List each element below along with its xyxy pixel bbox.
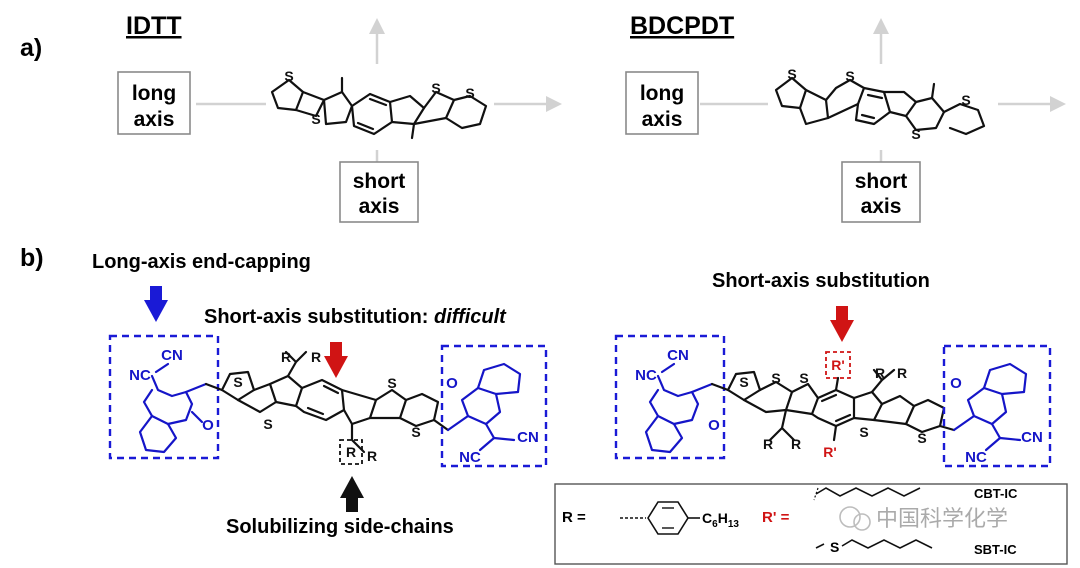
idtt-long-axis-label-2: axis — [134, 108, 175, 131]
idtt-molecule: S S S S — [266, 64, 494, 150]
core-s-5: S — [739, 374, 748, 390]
short-axis-substitution-label: Short-axis substitution — [712, 270, 930, 292]
bdcpdt-ic-molecule: NC CN O S S R R S R' R' R R S S O — [614, 334, 1052, 468]
core-r-4: R — [346, 444, 356, 460]
o-label-4: O — [950, 375, 962, 392]
nc-label-2: NC — [459, 449, 481, 466]
wechat-icon — [839, 506, 861, 528]
core-rprime-1: R' — [831, 357, 844, 373]
o-label-3: O — [708, 417, 720, 434]
nc-label-4: NC — [965, 449, 987, 466]
idtt-title: IDTT — [126, 12, 182, 40]
core-r-5: R — [763, 436, 773, 452]
blue-down-arrow — [144, 286, 168, 322]
bdcpdt-short-axis-label-2: axis — [861, 195, 902, 218]
panel-a-label: a) — [20, 34, 42, 62]
legend-sbt-ic: SBT-IC — [974, 542, 1017, 557]
left-endcap-box-1 — [108, 334, 220, 460]
legend-hexyl-chain — [815, 487, 921, 497]
cn-label-3: CN — [667, 347, 689, 364]
bdcpdt-long-axis-label-2: axis — [642, 108, 683, 131]
bdcpdt-short-axis-arrowhead — [873, 18, 889, 34]
left-endcap-box-2 — [614, 334, 726, 460]
watermark-text: 中国科学化学 — [876, 506, 1008, 531]
idtt-long-axis-arrowhead — [546, 96, 562, 112]
bdcpdt-long-axis-label-1: long — [640, 82, 684, 105]
core-r-1: R — [281, 349, 291, 365]
core-r-6: R — [791, 436, 801, 452]
panel-b-label: b) — [20, 244, 44, 272]
core-r-3: R — [367, 448, 377, 464]
core-r-8: R — [897, 365, 907, 381]
core-s-8: S — [859, 424, 868, 440]
right-endcap-box-2 — [942, 344, 1052, 468]
core-s-9: S — [917, 430, 926, 446]
idtt-s-atom-2: S — [311, 111, 320, 127]
cn-label-4: CN — [1021, 429, 1043, 446]
nc-label-1: NC — [129, 367, 151, 384]
nc-label-3: NC — [635, 367, 657, 384]
idtt-s-atom-4: S — [465, 85, 474, 101]
end-capping-label: Long-axis end-capping — [92, 251, 311, 273]
bdcpdt-panel: BDCPDT long axis short axis S S S S — [625, 12, 1066, 223]
legend-s-atom: S — [830, 539, 839, 555]
core-s-2: S — [263, 416, 272, 432]
red-down-arrow-left — [324, 342, 348, 378]
bdcpdt-title: BDCPDT — [630, 12, 734, 40]
bdcpdt-short-axis-box — [841, 161, 921, 223]
idtt-short-axis-box — [339, 161, 419, 223]
legend-box — [554, 483, 1068, 565]
watermark: 中国科学化学 — [839, 506, 1008, 531]
red-down-arrow-right — [830, 306, 854, 342]
idtt-s-atom-1: S — [284, 68, 293, 84]
bdcpdt-long-axis-box — [625, 71, 699, 135]
bdcpdt-s-atom-3: S — [911, 126, 920, 142]
core-r-2: R — [311, 349, 321, 365]
cn-label-1: CN — [161, 347, 183, 364]
solubilizing-r-box — [339, 439, 363, 465]
o-label-1: O — [202, 417, 214, 434]
core-r-7: R — [875, 365, 885, 381]
core-s-1: S — [233, 374, 242, 390]
bdcpdt-long-axis-arrowhead — [1050, 96, 1066, 112]
short-axis-r-prime-box — [825, 351, 851, 379]
legend-thiohexyl-chain — [841, 539, 933, 549]
idtt-short-axis-label-2: axis — [359, 195, 400, 218]
idtt-long-axis-box — [117, 71, 191, 135]
bdcpdt-s-atom-2: S — [845, 68, 854, 84]
short-axis-difficult-label: Short-axis substitution: difficult — [204, 306, 507, 328]
idtt-panel: IDTT long axis short axis — [117, 12, 562, 223]
bdcpdt-short-axis-label-1: short — [855, 170, 908, 193]
black-up-arrow — [340, 476, 364, 512]
bdcpdt-s-atom-1: S — [787, 66, 796, 82]
o-label-2: O — [446, 375, 458, 392]
bdcpdt-s-atom-4: S — [961, 92, 970, 108]
idtt-ic-molecule: NC CN O S S R R R R S S O NC CN — [108, 334, 548, 468]
cn-label-2: CN — [517, 429, 539, 446]
core-s-4: S — [411, 424, 420, 440]
idtt-short-axis-label-1: short — [353, 170, 406, 193]
core-s-6: S — [771, 370, 780, 386]
solubilizing-label: Solubilizing side-chains — [226, 516, 454, 538]
idtt-long-axis-label-1: long — [132, 82, 176, 105]
legend-r-eq: R = — [562, 509, 586, 526]
bdcpdt-molecule: S S S S — [768, 64, 998, 150]
legend-cbt-ic: CBT-IC — [974, 486, 1018, 501]
core-s-7: S — [799, 370, 808, 386]
idtt-short-axis-arrowhead — [369, 18, 385, 34]
core-rprime-2: R' — [823, 444, 836, 460]
legend-c6h13: C6H13 — [702, 510, 739, 530]
substituent-legend: R = C6H13 R' = CBT-IC S SBT-IC — [554, 483, 1068, 565]
core-s-3: S — [387, 375, 396, 391]
right-endcap-box-1 — [440, 344, 548, 468]
legend-rprime-eq: R' = — [762, 509, 790, 526]
idtt-s-atom-3: S — [431, 80, 440, 96]
